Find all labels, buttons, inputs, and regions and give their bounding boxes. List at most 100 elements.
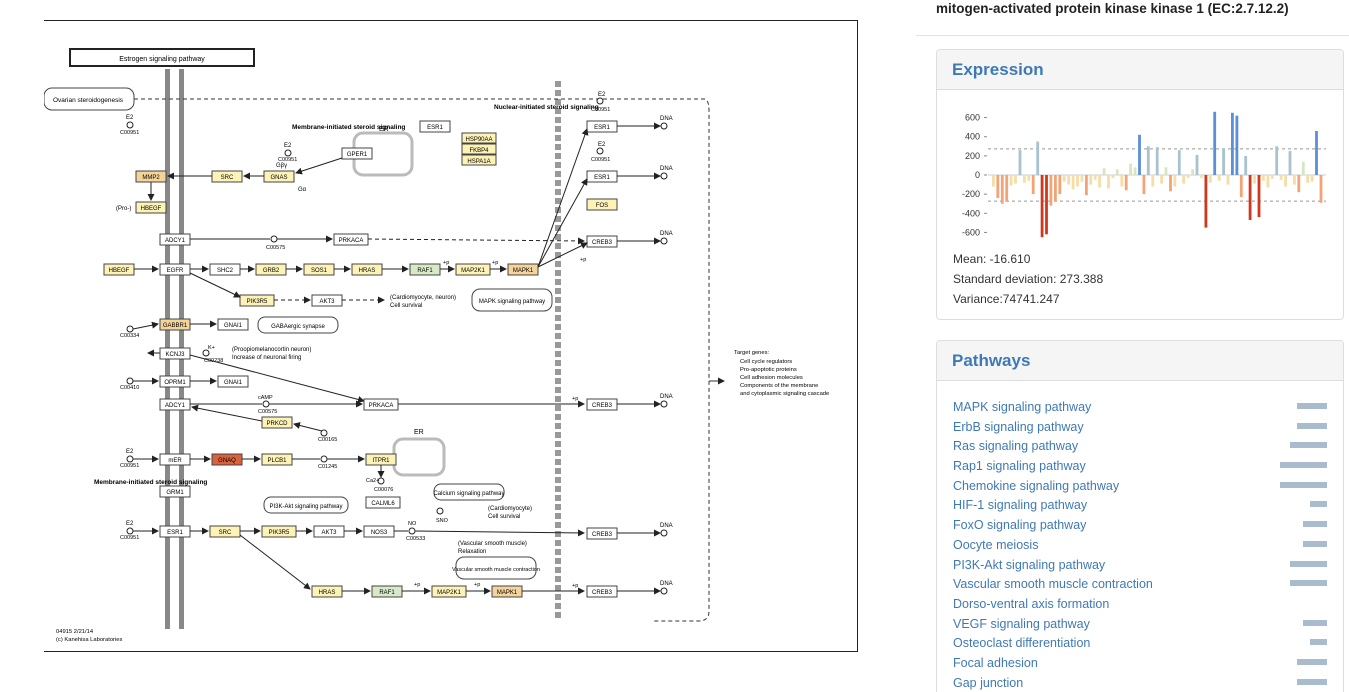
calcium-signaling-box[interactable] — [433, 483, 505, 501]
expression-bar — [1005, 175, 1009, 202]
compound-e2-mer[interactable] — [126, 455, 134, 463]
compound-ip3[interactable] — [320, 455, 328, 463]
gene-gper1[interactable] — [341, 147, 373, 160]
expression-bar — [1195, 154, 1199, 175]
gene-esr1-cyto[interactable] — [419, 120, 451, 133]
gene-fkbp4[interactable] — [461, 143, 497, 155]
pathway-link[interactable]: Focal adhesion — [953, 655, 1038, 670]
expression-bar — [1146, 146, 1150, 175]
expression-bar — [1306, 175, 1310, 183]
dna-node — [660, 587, 668, 595]
pathway-link[interactable]: Gap junction — [953, 675, 1024, 690]
gene-hspa1a[interactable] — [461, 154, 497, 166]
dashed-feedback-loop — [134, 98, 710, 622]
gene-label: RAF1 — [379, 590, 395, 596]
gene-calml6[interactable] — [365, 496, 401, 509]
gene-hbegf-pro[interactable] — [135, 201, 167, 214]
pathway-link[interactable]: Ras signaling pathway — [953, 439, 1079, 454]
compound-sno[interactable] — [436, 507, 444, 515]
compound-k[interactable] — [202, 349, 210, 357]
compound-opioid[interactable] — [126, 377, 134, 385]
expression-bar — [1213, 111, 1217, 175]
pathway-link[interactable]: MAPK signaling pathway — [953, 400, 1092, 414]
dna-node — [660, 529, 668, 537]
compound-e2-esr[interactable] — [126, 527, 134, 535]
gene-kcnj3[interactable] — [159, 347, 191, 360]
pathway-link[interactable]: VEGF signaling pathway — [953, 616, 1090, 631]
pathway-link[interactable]: FoxO signaling pathway — [953, 518, 1087, 533]
map-title: Estrogen signaling pathway — [119, 56, 205, 63]
ga-label: Gα — [298, 187, 307, 193]
compound-gaba[interactable] — [126, 325, 134, 333]
expression-bar — [1262, 175, 1265, 181]
compound-id: C00951 — [591, 157, 610, 163]
gene-label: SOS1 — [311, 268, 328, 274]
expression-bar — [1226, 175, 1230, 185]
pathway-link[interactable]: Dorso-ventral axis formation — [953, 596, 1110, 611]
edge — [367, 237, 585, 245]
pathway-link[interactable]: Chemokine signaling pathway — [953, 478, 1120, 493]
vsmc-box[interactable] — [455, 556, 537, 580]
pathway-link[interactable]: Osteoclast differentiation — [953, 636, 1091, 651]
compound-e2-gper[interactable] — [284, 149, 292, 157]
expression-mean: Mean: -16.610 — [953, 252, 1031, 266]
pathway-link[interactable]: PI3K-Akt signaling pathway — [953, 557, 1106, 572]
compound-camp-2[interactable] — [262, 400, 270, 408]
gene-label: MAP2K1 — [461, 268, 485, 274]
gene-gnai1-a[interactable] — [217, 318, 249, 331]
target-genes-item: Pro-apoptotic proteins — [740, 367, 797, 373]
gene-prkcd[interactable] — [261, 416, 293, 429]
expression-bar — [1160, 175, 1163, 184]
compound-id: C00951 — [120, 535, 139, 541]
gene-grm1[interactable] — [159, 485, 191, 498]
target-genes-item: and cytoplasmic signaling cascade — [740, 391, 829, 397]
gene-hsp90aa[interactable] — [461, 132, 497, 144]
mapk-pathway-box[interactable] — [471, 288, 553, 312]
gene-label: RAF1 — [417, 268, 433, 274]
pathway-score-bar — [1280, 481, 1327, 488]
gene-label: PIK3R5 — [269, 530, 290, 536]
expression-bar — [1293, 175, 1296, 185]
pathway-score-bar — [1297, 678, 1327, 685]
compound-e2[interactable] — [126, 121, 134, 129]
compound-dag[interactable] — [320, 429, 328, 437]
pathways-heading: Pathways — [937, 341, 1343, 381]
expression-bar — [1182, 175, 1186, 184]
expression-bar — [1009, 175, 1013, 186]
gene-label: CREB3 — [592, 532, 613, 538]
pathway-map[interactable]: Estrogen signaling pathway Ovarian stero… — [44, 20, 858, 652]
pathway-link[interactable]: Vascular smooth muscle contraction — [953, 577, 1153, 592]
gene-mapk1-a[interactable] — [507, 263, 539, 276]
pi3k-akt-box[interactable] — [263, 496, 349, 514]
pathway-link[interactable]: ErbB signaling pathway — [953, 419, 1084, 434]
gabaergic-synapse-box[interactable] — [257, 316, 339, 334]
pathway-link[interactable]: Rap1 signaling pathway — [953, 459, 1086, 474]
edge — [239, 534, 311, 590]
compound-id: C00951 — [120, 130, 139, 136]
edge — [293, 422, 323, 432]
vascular-note: (Vascular smooth muscle) — [458, 541, 527, 547]
gene-label: AKT3 — [319, 299, 335, 305]
expression-bar — [1217, 175, 1221, 181]
compound-e2-r2[interactable] — [596, 147, 604, 155]
gene-label: MAPK1 — [497, 590, 518, 596]
dna-node — [660, 172, 668, 180]
compound-no[interactable] — [408, 527, 416, 535]
compound-camp[interactable] — [270, 235, 278, 243]
gene-label: PLCB1 — [267, 458, 287, 464]
expression-bar — [1107, 175, 1110, 189]
gene-fos[interactable] — [586, 198, 618, 211]
expression-bar — [1098, 175, 1101, 188]
compound-ca[interactable] — [377, 477, 385, 485]
expression-bar — [1297, 175, 1301, 193]
pathway-link[interactable]: HIF-1 signaling pathway — [953, 498, 1088, 513]
compound-e2-r1[interactable] — [596, 97, 604, 105]
gene-label: mER — [168, 458, 182, 464]
pathway-link[interactable]: Oocyte meiosis — [953, 537, 1039, 552]
expression-bar — [1000, 175, 1004, 204]
gene-label: PIK3R5 — [247, 299, 268, 305]
expression-bar — [992, 175, 995, 187]
expression-bar — [1222, 148, 1225, 175]
gene-gnai1-b[interactable] — [217, 375, 249, 388]
